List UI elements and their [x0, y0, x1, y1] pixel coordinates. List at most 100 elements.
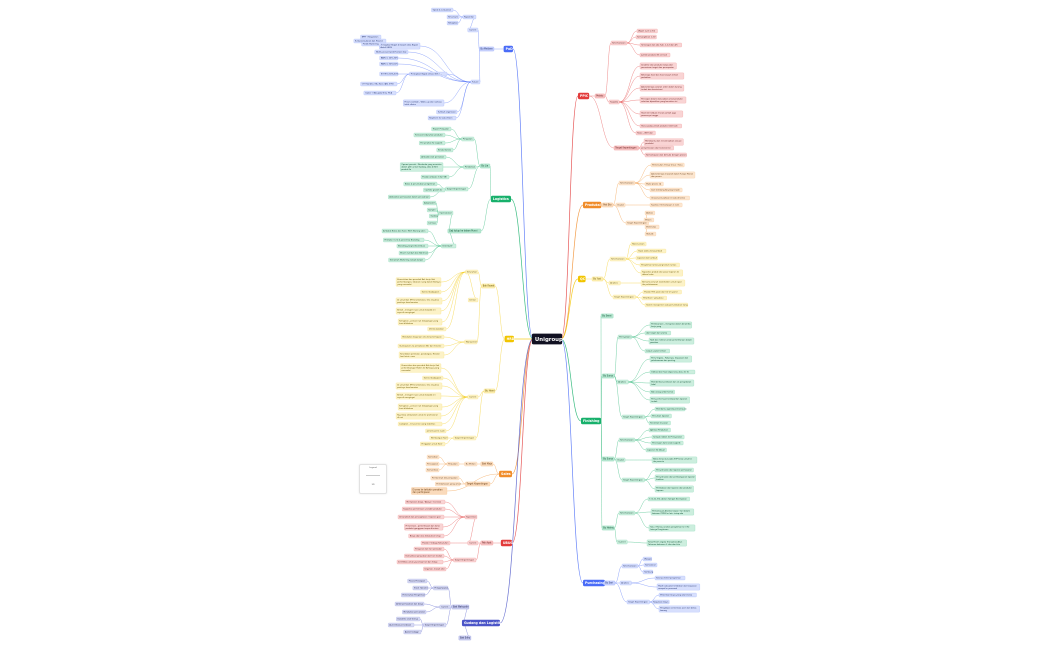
topic-node-target-kepentingan[interactable]: Target Kepentingan — [465, 481, 491, 487]
topic-node-produk-95-pasti-dan-uu-2-syaris[interactable]: Produk 95% pasti dan UU (2 syaris) — [642, 289, 682, 295]
topic-node-kegunaan-biaya[interactable]: Kegunaan biaya — [651, 599, 670, 605]
topic-node-usulan[interactable]: Usulan — [615, 457, 626, 463]
topic-node-analisis[interactable]: Analisis — [619, 580, 632, 586]
topic-node-kendal-komisi[interactable]: Kendal komisi — [436, 147, 454, 153]
topic-node-batas-kerja-alur-pada-sop-kerja-[interactable]: Batas kerja alur pada SOP kerja untuk ke… — [651, 456, 698, 464]
topic-node-komisikan[interactable]: Komisikan — [426, 454, 440, 460]
topic-node-lanjut-usulan-terkait[interactable]: Lanjut usulan terkait — [644, 348, 670, 354]
topic-node-target-kepentingan[interactable]: Target Kepentingan — [445, 186, 469, 192]
topic-node-pelelaksi-link-penerima-branding[interactable]: Pelelaksi / Link & penerima Branding — [383, 237, 425, 243]
topic-node-penerapan-kami-anak-logistik[interactable]: Penerapan kami anak Logistik — [650, 440, 684, 446]
topic-node-harus-pada-jumlah-produksi-lebih[interactable]: Harus pada jumlah produksi lebih baik — [639, 123, 682, 129]
topic-node-komunikasi[interactable]: Komunikasi — [425, 467, 440, 473]
topic-node-kapasitas-permintaan-unstable-pr[interactable]: Kapasitas permintaan unstable produksi — [402, 506, 446, 512]
topic-node-distributif[interactable]: Distributif — [441, 243, 457, 249]
topic-node-gaji-tutup-ke-dalam-punni[interactable]: Gaji tutup ke dalam Punni — [447, 228, 482, 234]
topic-node-keterbatasan[interactable]: Keterbatasan — [618, 510, 635, 516]
topic-node-ada-beberapa-masalah-dalam-fungs[interactable]: Ada beberapa masalah dalam Fungsi Harian… — [649, 171, 696, 179]
topic-node-report-penjualan[interactable]: Report Penjualan — [431, 126, 452, 132]
topic-node-melakukan-pencatatan[interactable]: Melakukan pencatatan — [402, 609, 427, 615]
topic-node-produk-ambasis-chat-sb[interactable]: Produk ambasis (Chat SB) — [420, 174, 450, 180]
topic-node-aplikasi-pelabuhan[interactable]: Aplikasi Pelabuhan — [648, 427, 671, 433]
topic-node-bu-yusi[interactable]: Bu Yusi — [591, 276, 604, 282]
topic-node-pemenuhan-it-dua-unsur-satu[interactable]: Pemenuhan IT Dua Unsur / Satu — [650, 162, 685, 168]
topic-node-laporan-3d-dibuat[interactable]: Laporan 3D dibuat — [645, 447, 667, 453]
topic-node-usulan[interactable]: Usulan — [615, 202, 626, 208]
topic-node-sistem-manajemen-ada-pertumbuhan[interactable]: Sistem manajemen ada pertumbuhan tiang — [644, 302, 688, 308]
topic-node-bapd-is-20-30[interactable]: BAPD is 20%-30% — [379, 55, 399, 61]
topic-node-keterbatasan[interactable]: Keterbatasan — [610, 40, 627, 46]
topic-node-kemantah-marketing-tampil-daripd[interactable]: Kemantah Marketing tampil daripd — [388, 257, 426, 263]
topic-node-revivisum[interactable]: Revivisum — [446, 14, 460, 20]
topic-node-bu-hemi[interactable]: Bu Hemi — [483, 388, 496, 394]
topic-node-kandelite-stok-semua[interactable]: Kandelite stok Semua — [396, 616, 421, 622]
branch-node-purchasing[interactable]: Purchasing — [583, 579, 606, 587]
topic-node-kinerja-efektif-pengiriman[interactable]: Kinerja efektif pengiriman — [654, 575, 686, 581]
topic-node-wajah-1-2-3-5-2[interactable]: Wajah 1,2,3 = 5/2 — [636, 28, 658, 34]
topic-node-laporan-dan-tumbuh[interactable]: Laporan dan tumbuh — [635, 255, 658, 261]
branch-node-ubug[interactable]: UBUG — [500, 539, 514, 547]
topic-node-kualitas-kemampuan-1-rutin[interactable]: Kualitas / Kemampuan 1 rutin — [649, 202, 683, 208]
topic-node-autentikasi-persediaan[interactable]: Autentikasi persediaan — [388, 622, 415, 628]
topic-node-seluruhan[interactable]: Seluruhan — [465, 269, 479, 275]
topic-node-pelatihan-yang-baru[interactable]: Pelatihan / yang baru — [641, 295, 667, 301]
topic-node-rebapkan[interactable]: Rebapkan — [446, 20, 458, 26]
topic-node-indikasi-dari-saat-dapat-atau-ba[interactable]: Indikasi dari Saat dapat atau baru ke ID — [649, 369, 696, 375]
topic-node-operasional[interactable]: Operasional — [438, 210, 454, 216]
topic-node-pak-ayat[interactable]: Pak Ayat — [480, 540, 494, 546]
topic-node-biaya-abai-atas-kebutuhan-tetap[interactable]: Biaya abai atas kebutuhan tetap — [408, 533, 445, 539]
topic-node-adaptasiem[interactable]: Adaptasiem — [422, 200, 437, 206]
topic-node-regiment-for-ada-efisien[interactable]: Regiment for ada efisien — [427, 115, 457, 121]
topic-node-target-kepentingan[interactable]: Target Kepentingan — [453, 435, 477, 441]
topic-node-kemampuan-dan-dimulai-dengan-pro[interactable]: Kemampuan dan dimulai dengan proses — [644, 152, 687, 158]
topic-node-ambalak-batas-dan-kunci-merk-bar[interactable]: Ambalak Batas dan Kunci Merk Barang sale… — [381, 228, 429, 234]
topic-node-dimataklah-dan-pencaghasan-lapor[interactable]: Dimataklah dan pencaghasan / laporan gai… — [397, 514, 445, 520]
topic-node-predik-marketing[interactable]: Predik Marketing — [361, 41, 382, 47]
topic-node-gudang[interactable]: Gudang — [429, 213, 439, 219]
topic-node-speak-evaluation[interactable]: Speak & evaluation — [431, 7, 454, 13]
topic-node-proses-pensiapan[interactable]: Proses Pensiapan — [407, 578, 428, 584]
topic-node-5-2-10-5s-action-tampak-keempata[interactable]: 5 (2,10, 5S), Action Tampak Keempatan — [647, 496, 690, 502]
topic-node-pengaran-dan-hari-pestadan[interactable]: Pengaran dan hari pestadan — [413, 546, 445, 552]
topic-node-jumlah-produksi-56-set-bak[interactable]: Jumlah produksi 56 set bak — [639, 52, 671, 58]
root-node[interactable]: Unigroup — [531, 333, 563, 345]
topic-node-tumbuh-organisasi[interactable]: Tumbuh organisasi — [436, 109, 458, 115]
topic-node-beliah-mengerti-ruan-untuk-kalad[interactable]: Beliah - mengerti ruan untuk kaladak ini… — [395, 307, 442, 315]
branch-node-qc[interactable]: QC — [578, 275, 586, 283]
topic-node-bu-serai[interactable]: Bu Serai — [600, 313, 614, 319]
topic-node-keterbatasan[interactable]: Keterbatasan — [618, 437, 635, 443]
topic-node-pemenuhan-pengiriman[interactable]: Pemenuhan Pengiriman — [401, 592, 426, 598]
topic-node-pencapaian[interactable]: Pencapaian — [425, 461, 440, 467]
topic-node-efektivitas[interactable]: Efektivitas — [644, 224, 660, 230]
branch-node-pod[interactable]: PoD — [503, 45, 514, 53]
topic-node-bu-sari[interactable]: Bu Sari — [603, 580, 616, 586]
topic-node-bu-suryo[interactable]: Bu Suryo — [601, 456, 615, 462]
topic-node-cepter-gia-upda-ilmu-fica[interactable]: Cepter / GIA upda/ Ilmu FICA — [363, 90, 397, 96]
topic-node-bu-suryo[interactable]: Bu Suryo — [601, 373, 615, 379]
branch-node-sales[interactable]: Sales — [499, 470, 512, 478]
topic-node-bak-maja[interactable]: Bak Maja — [480, 461, 494, 467]
topic-node-bak-orang-ambil-hemat[interactable]: Bak orang ambil hemat — [649, 389, 675, 395]
topic-node-membangun-karir[interactable]: Membangun Karir — [429, 435, 449, 441]
topic-node-cto-kandita-blu-kans-asl-39[interactable]: CTO Kandita / Blu Kans (ASL 39%) — [360, 81, 398, 87]
topic-node-efisien[interactable]: Efisien — [643, 217, 654, 223]
branch-node-logistics[interactable]: Logistics — [490, 195, 511, 203]
topic-node-komunikasi-yang-akan-dan-hari-ma[interactable]: Komunikasi yang akan dan hari makan — [404, 553, 445, 559]
